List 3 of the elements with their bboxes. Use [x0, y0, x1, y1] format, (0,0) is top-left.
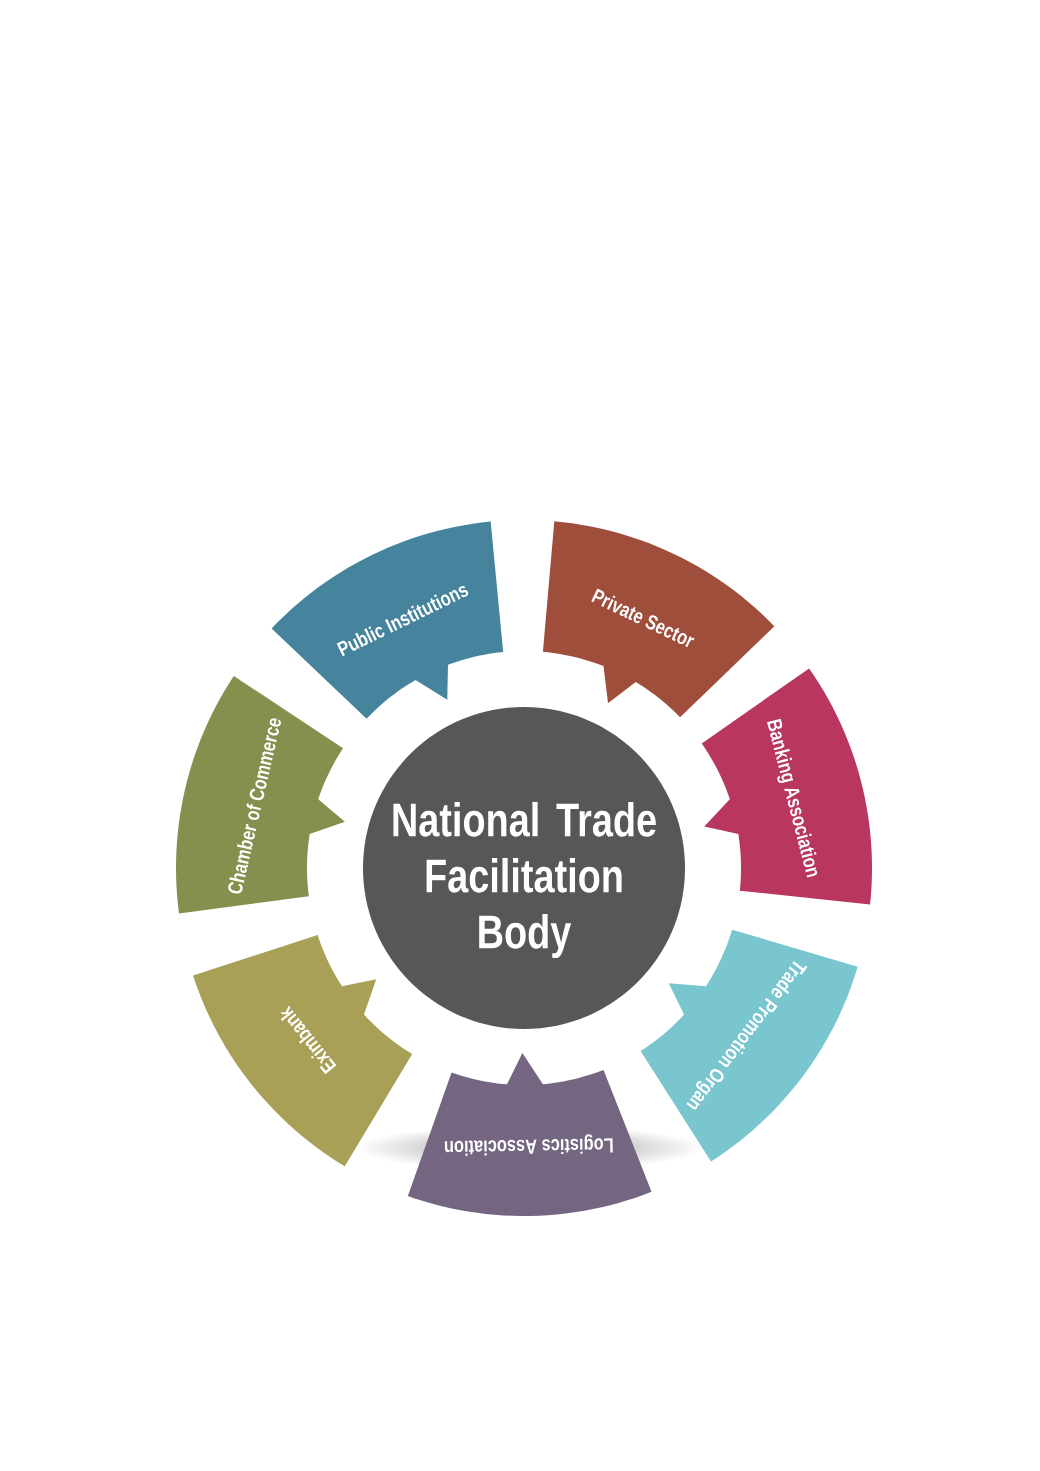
ring-segment: Chamber of Commerce	[176, 675, 345, 914]
ring-segment: Logistics Association	[407, 1053, 652, 1216]
ring-segment: Banking Association	[701, 668, 872, 905]
